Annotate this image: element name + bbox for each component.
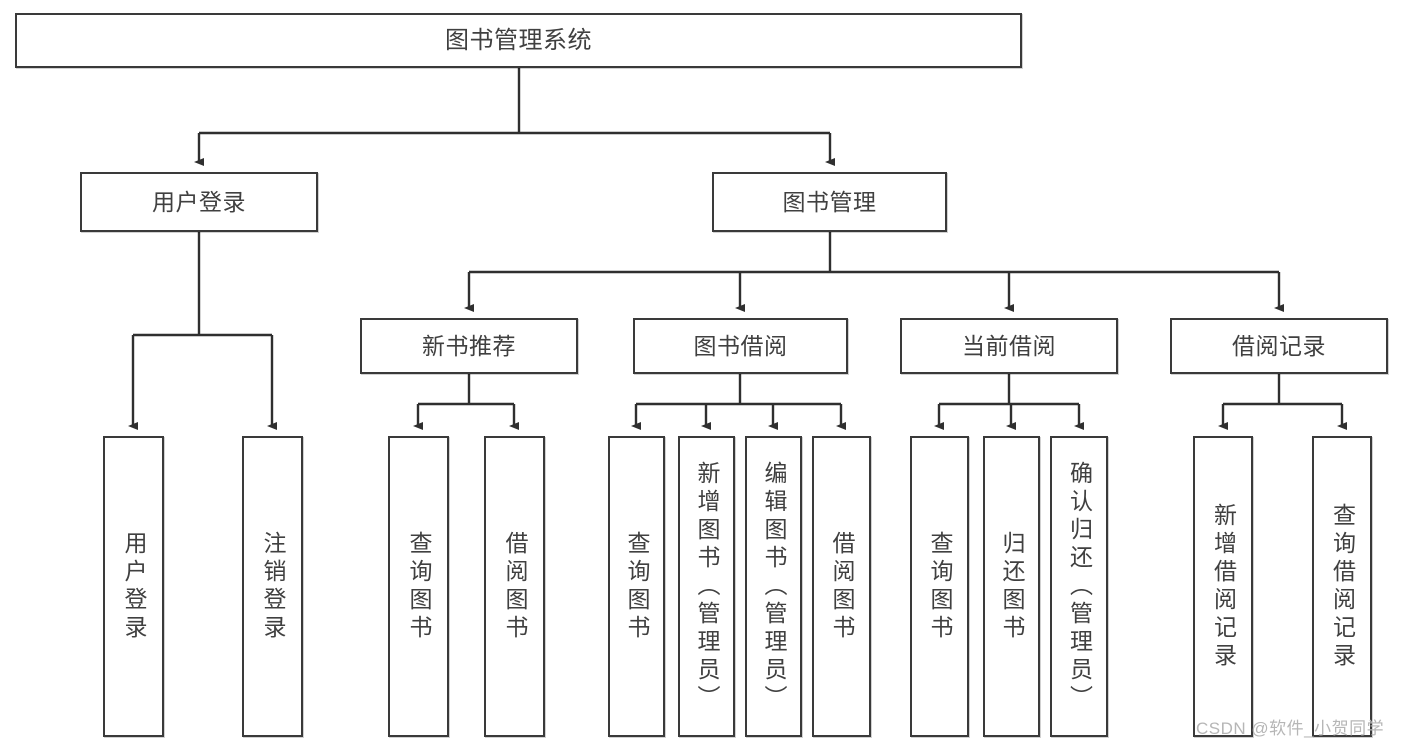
leaf-query-book-borrow[interactable]: 查询图书 (608, 436, 665, 737)
leaf-logout[interactable]: 注销登录 (242, 436, 303, 737)
leaf-edit-book-admin[interactable]: 编辑图书（管理员） (745, 436, 802, 737)
node-user-login[interactable]: 用户登录 (80, 172, 318, 232)
leaf-add-borrow-record-label: 新增借阅记录 (1210, 502, 1237, 671)
leaf-borrow-book-label: 借阅图书 (829, 530, 855, 643)
leaf-edit-book-admin-label: 编辑图书（管理员） (761, 460, 787, 713)
leaf-query-book-current[interactable]: 查询图书 (910, 436, 969, 737)
node-root-label: 图书管理系统 (445, 26, 592, 54)
leaf-borrow-book[interactable]: 借阅图书 (812, 436, 871, 737)
leaf-query-book-current-label: 查询图书 (927, 530, 953, 643)
leaf-query-borrow-record-label: 查询借阅记录 (1329, 502, 1356, 671)
node-book-management-label: 图书管理 (782, 188, 877, 215)
leaf-return-book[interactable]: 归还图书 (983, 436, 1040, 737)
leaf-borrow-book-recommend-label: 借阅图书 (502, 530, 528, 643)
node-current-borrow-label: 当前借阅 (962, 332, 1056, 359)
node-new-book-recommend-label: 新书推荐 (422, 332, 516, 359)
leaf-query-book-recommend[interactable]: 查询图书 (388, 436, 449, 737)
leaf-add-borrow-record[interactable]: 新增借阅记录 (1193, 436, 1253, 737)
node-borrow-record[interactable]: 借阅记录 (1170, 318, 1388, 374)
node-book-borrow[interactable]: 图书借阅 (633, 318, 848, 374)
node-root[interactable]: 图书管理系统 (15, 13, 1022, 68)
leaf-borrow-book-recommend[interactable]: 借阅图书 (484, 436, 545, 737)
leaf-logout-label: 注销登录 (260, 530, 286, 643)
leaf-add-book-admin[interactable]: 新增图书（管理员） (678, 436, 735, 737)
leaf-user-login-label: 用户登录 (121, 530, 147, 643)
leaf-return-book-label: 归还图书 (999, 530, 1025, 643)
node-new-book-recommend[interactable]: 新书推荐 (360, 318, 578, 374)
node-book-management[interactable]: 图书管理 (712, 172, 947, 232)
leaf-query-book-recommend-label: 查询图书 (406, 530, 432, 643)
node-current-borrow[interactable]: 当前借阅 (900, 318, 1118, 374)
leaf-user-login[interactable]: 用户登录 (103, 436, 164, 737)
node-book-borrow-label: 图书借阅 (693, 332, 788, 359)
node-borrow-record-label: 借阅记录 (1232, 332, 1326, 359)
leaf-confirm-return-admin-label: 确认归还（管理员） (1066, 460, 1093, 713)
leaf-add-book-admin-label: 新增图书（管理员） (694, 460, 720, 713)
node-user-login-label: 用户登录 (152, 188, 246, 215)
watermark: CSDN @软件_小贺同学 (1196, 719, 1385, 738)
leaf-query-book-borrow-label: 查询图书 (624, 530, 650, 643)
leaf-query-borrow-record[interactable]: 查询借阅记录 (1312, 436, 1372, 737)
leaf-confirm-return-admin[interactable]: 确认归还（管理员） (1050, 436, 1108, 737)
